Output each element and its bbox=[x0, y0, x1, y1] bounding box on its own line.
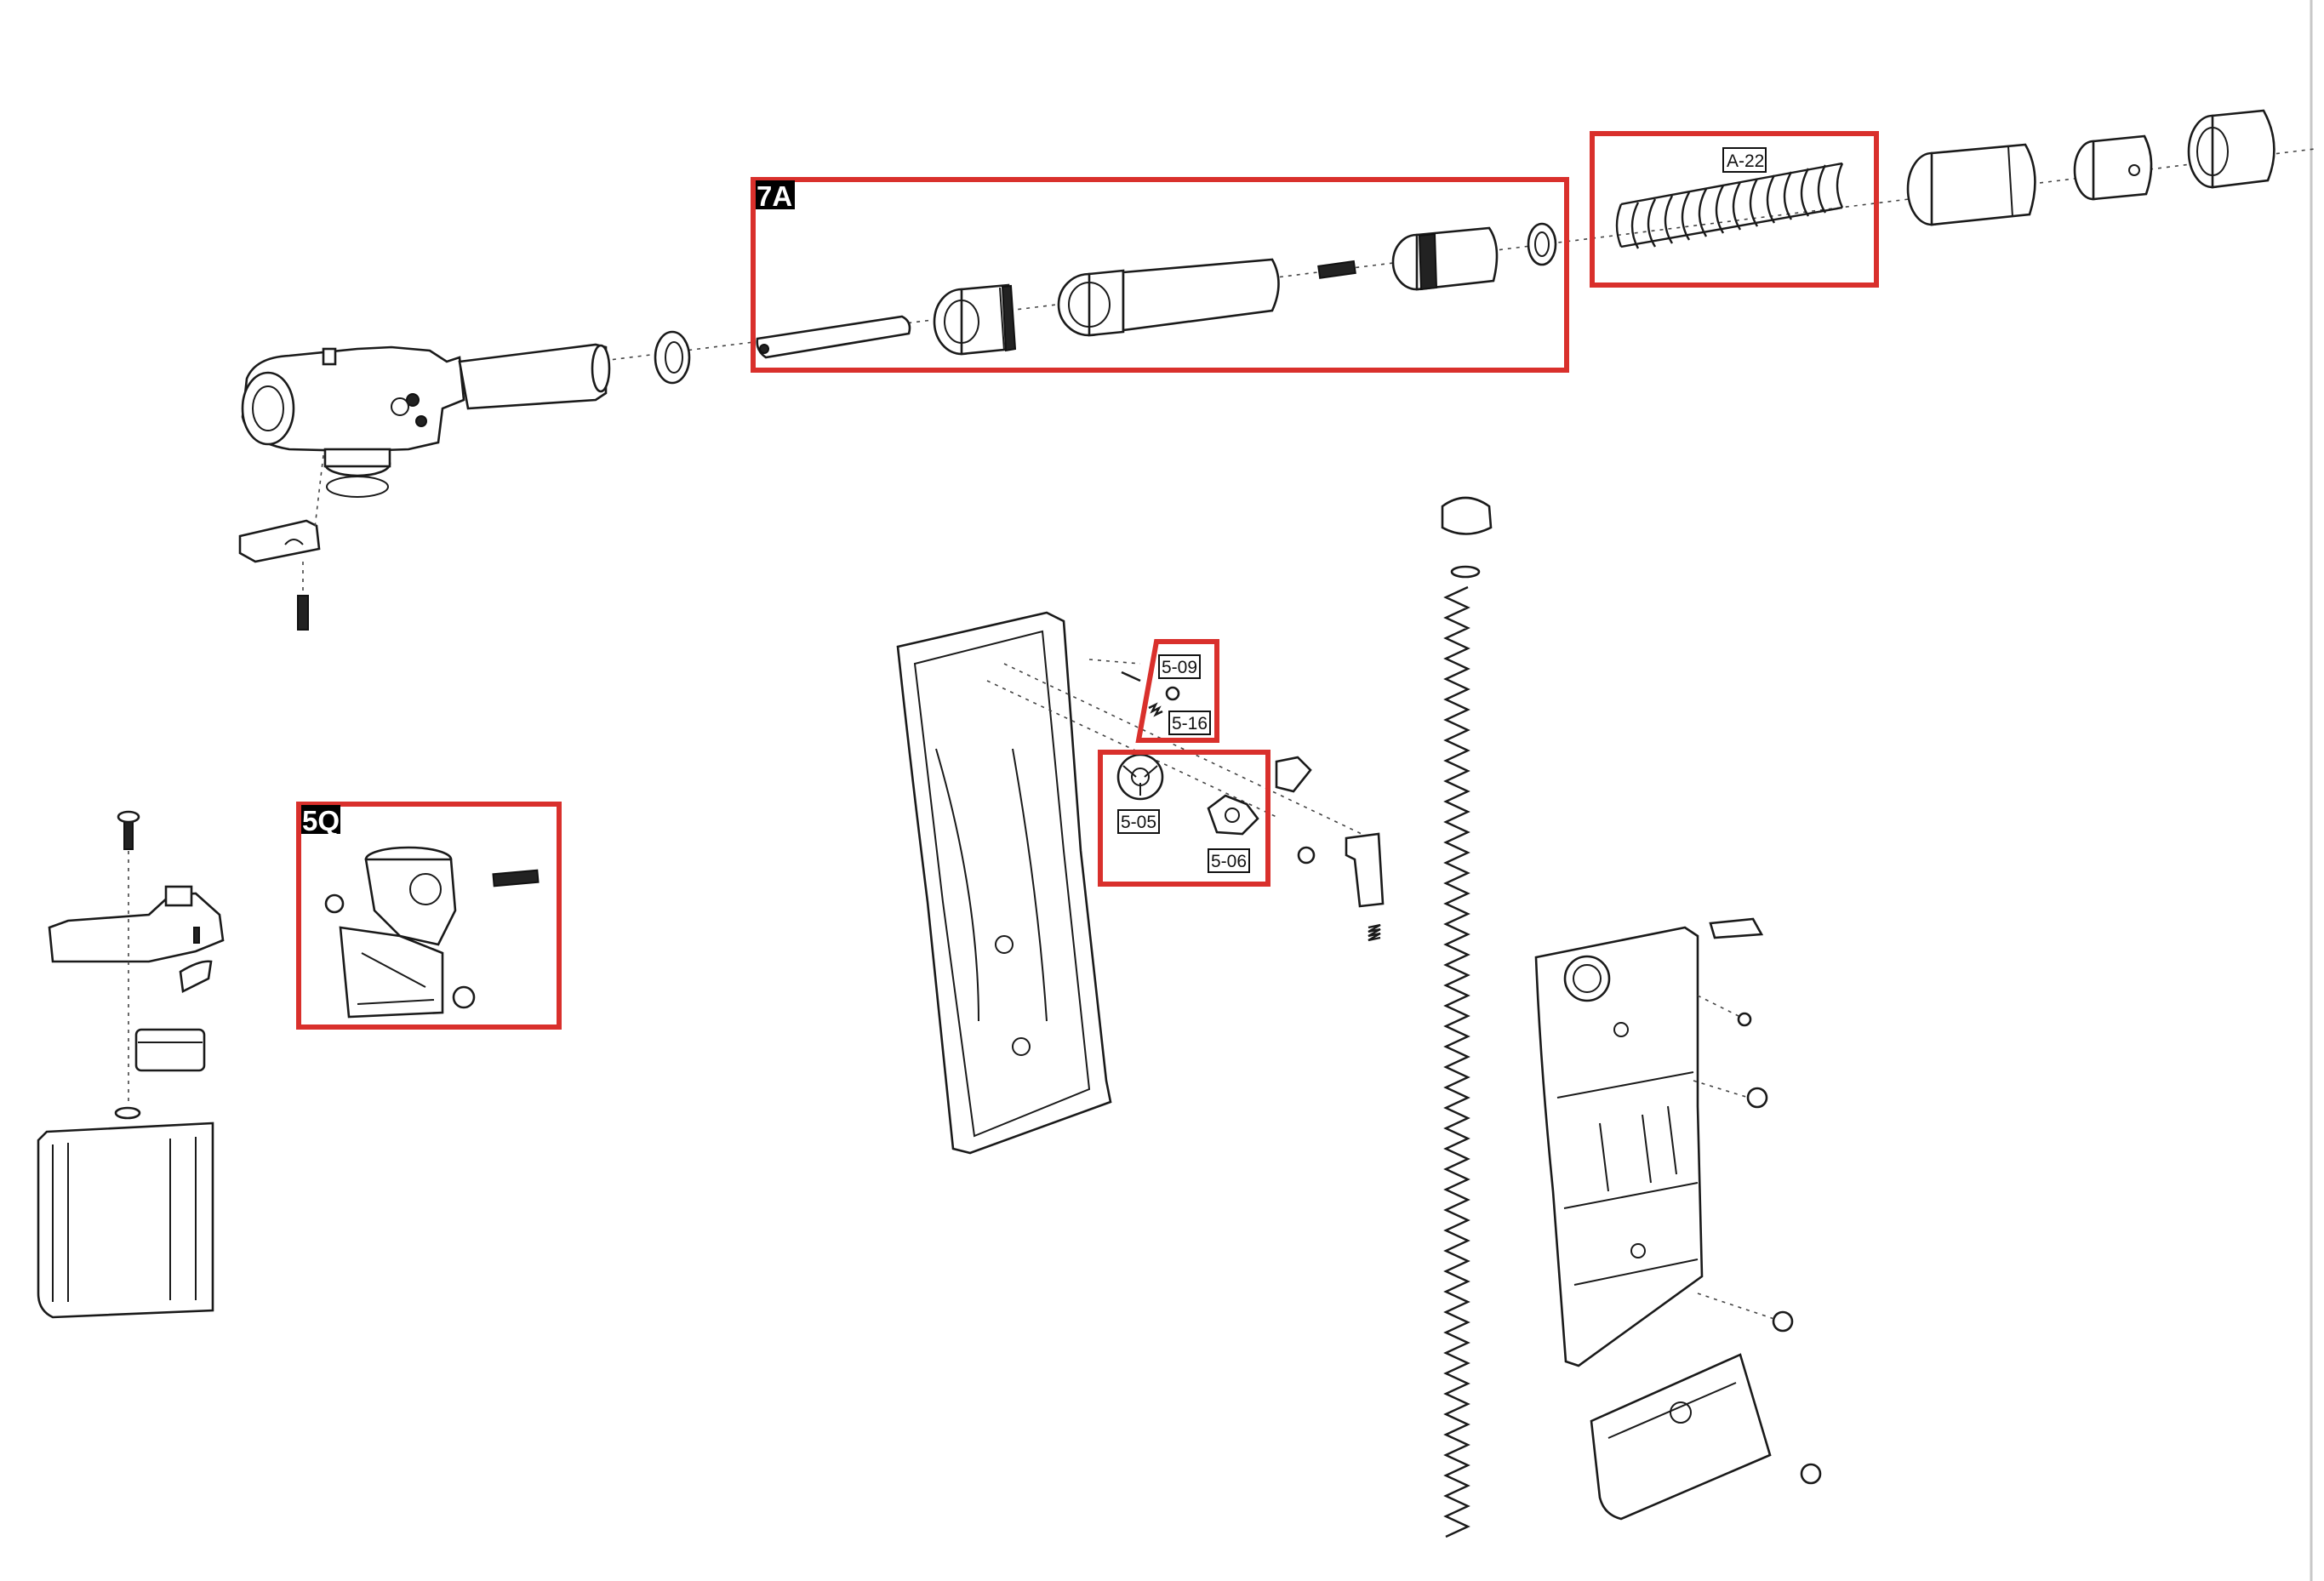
magazine-screws bbox=[1693, 995, 1822, 1485]
label-509: 5-09 bbox=[1162, 658, 1197, 677]
rear-sleeve bbox=[1906, 143, 2036, 226]
feed-wheel bbox=[1207, 794, 1259, 836]
release-button bbox=[1345, 832, 1385, 942]
callout-7a-tag: 7A bbox=[757, 180, 792, 212]
magazine-baseplate bbox=[1590, 1353, 1772, 1521]
main-spring bbox=[1615, 162, 1844, 249]
label-516: 5-16 bbox=[1172, 714, 1208, 733]
callout-7a: 7A bbox=[751, 177, 1569, 373]
magazine-body-left bbox=[896, 611, 1362, 1155]
elbow-feed-housing bbox=[324, 846, 540, 1019]
label-505: 5-05 bbox=[1121, 813, 1156, 832]
label-506: 5-06 bbox=[1211, 852, 1247, 871]
screw-top bbox=[117, 810, 140, 850]
chamber-housing bbox=[241, 345, 465, 498]
magazine-pin-spring bbox=[1121, 671, 1180, 717]
piston bbox=[1391, 226, 1499, 291]
callout-a22: A-22 bbox=[1590, 131, 1879, 288]
end-cap bbox=[2187, 109, 2275, 189]
outer-barrel-tube bbox=[458, 343, 611, 410]
magazine-spring bbox=[1441, 496, 1493, 1538]
set-screw bbox=[1317, 260, 1356, 279]
ratchet-gear bbox=[1116, 753, 1164, 801]
callout-509-516: 5-09 5-16 bbox=[1135, 639, 1219, 743]
label-a22: A-22 bbox=[1727, 151, 1764, 171]
callout-5q: 5Q bbox=[296, 802, 562, 1030]
chamber-clamp-block bbox=[238, 519, 321, 563]
feed-magazine-box bbox=[37, 1106, 214, 1319]
sleeve-tube bbox=[1057, 258, 1280, 337]
small-screw bbox=[1297, 846, 1316, 865]
inner-rod bbox=[756, 315, 911, 359]
magazine-shell-right bbox=[1534, 917, 1764, 1367]
clamp-screw bbox=[297, 454, 324, 631]
pawl-lever bbox=[1275, 756, 1312, 793]
feed-block bbox=[134, 1028, 206, 1072]
barrel-lock-ring bbox=[654, 330, 691, 385]
o-ring bbox=[1527, 222, 1557, 266]
valve-head bbox=[933, 283, 1017, 356]
callout-5q-tag: 5Q bbox=[302, 805, 340, 836]
callout-505-506: 5-05 5-06 bbox=[1098, 750, 1270, 887]
rear-cap-ring bbox=[2073, 134, 2153, 201]
feed-latch bbox=[48, 851, 225, 1106]
